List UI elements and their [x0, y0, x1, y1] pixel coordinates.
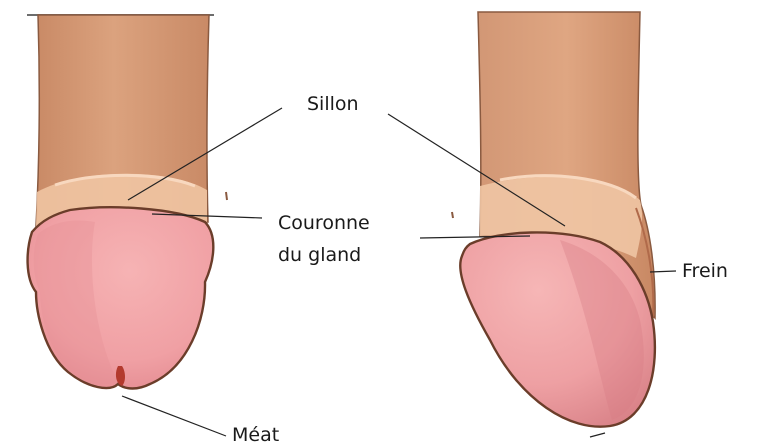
leader-bottom-right	[590, 433, 605, 437]
front-view	[27, 15, 227, 389]
label-sillon: Sillon	[307, 93, 359, 117]
label-meat: Méat	[232, 424, 279, 448]
label-frein: Frein	[682, 260, 728, 284]
small-mark-left	[226, 192, 227, 200]
small-mark-right	[452, 212, 453, 218]
label-couronne-du-gland: Couronne du gland	[278, 212, 370, 268]
label-couronne-line2: du gland	[278, 244, 370, 268]
label-couronne-line1: Couronne	[278, 212, 370, 236]
leader-meat	[122, 396, 226, 436]
